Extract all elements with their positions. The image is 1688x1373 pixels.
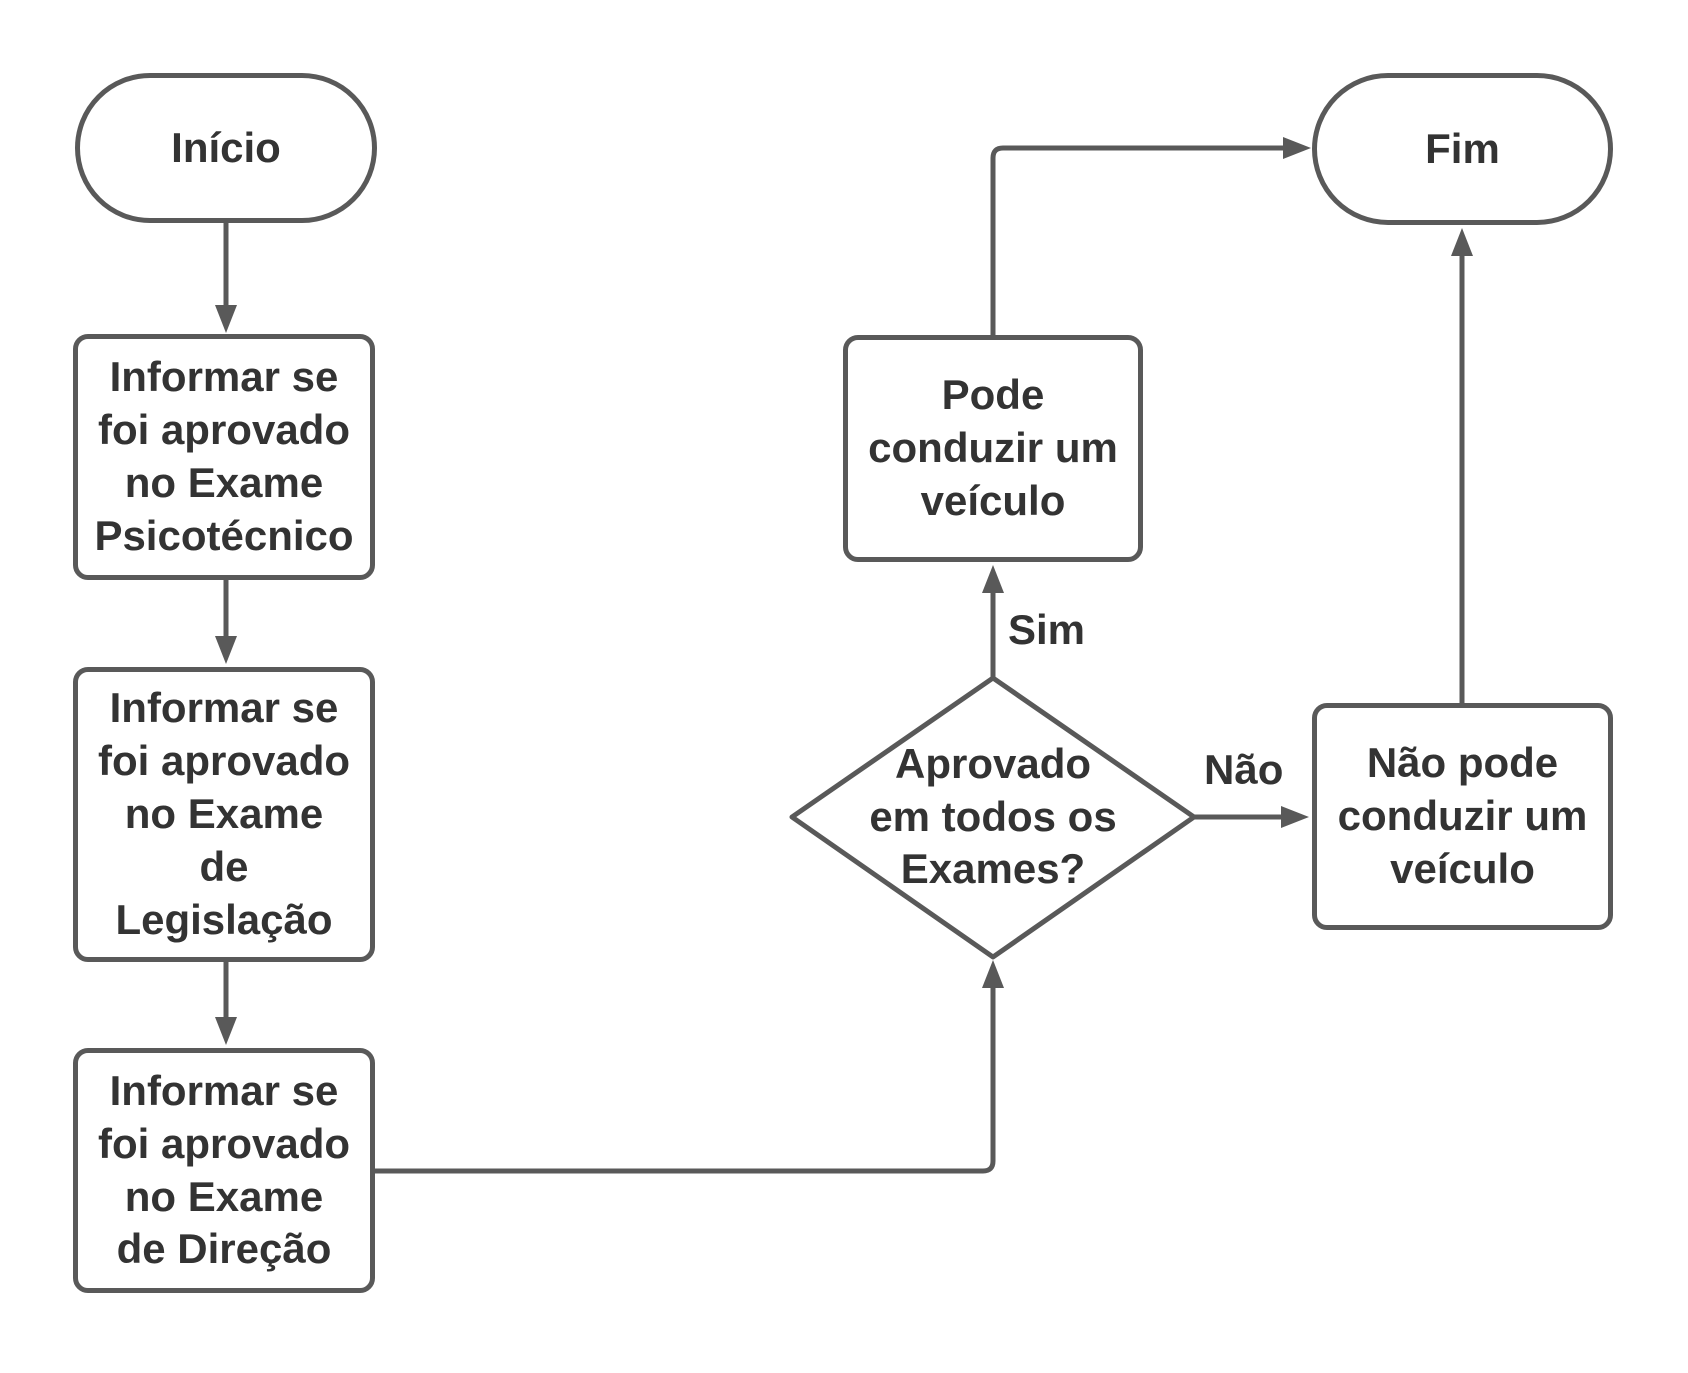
arrowhead-naopode-to-fim <box>1451 228 1473 256</box>
node-exame-legislacao: Informar se foi aprovado no Exame de Leg… <box>73 667 375 962</box>
edge-direcao-to-decisao <box>375 988 996 1174</box>
arrowhead-inicio-to-psicotecnico <box>215 305 237 333</box>
node-fim: Fim <box>1312 73 1613 225</box>
edge-pode-to-fim <box>990 145 1283 335</box>
node-fim-label: Fim <box>1425 124 1500 172</box>
node-decisao-text: Aprovado em todos os Exames? <box>869 739 1117 893</box>
node-inicio: Início <box>75 73 377 223</box>
node-nao-pode-conduzir-label: Não pode conduzir um veículo <box>1337 739 1588 892</box>
node-pode-conduzir: Pode conduzir um veículo <box>843 335 1143 562</box>
node-inicio-label: Início <box>171 123 281 171</box>
arrowhead-psicotecnico-to-legislacao <box>215 636 237 664</box>
arrowhead-pode-to-fim <box>1283 137 1311 159</box>
edge-label-nao: Não <box>1204 746 1284 793</box>
arrowhead-legislacao-to-direcao <box>215 1017 237 1045</box>
node-nao-pode-conduzir: Não pode conduzir um veículo <box>1312 703 1613 930</box>
node-pode-conduzir-label: Pode conduzir um veículo <box>868 371 1118 524</box>
node-exame-psicotecnico: Informar se foi aprovado no Exame Psicot… <box>73 334 375 580</box>
node-exame-direcao: Informar se foi aprovado no Exame de Dir… <box>73 1048 375 1293</box>
node-exame-legislacao-label: Informar se foi aprovado no Exame de Leg… <box>97 684 351 943</box>
arrowhead-decisao-nao-to-naopode <box>1281 806 1309 828</box>
arrowhead-decisao-sim-to-pode <box>982 565 1004 593</box>
edge-label-sim: Sim <box>1008 606 1086 653</box>
node-exame-direcao-label: Informar se foi aprovado no Exame de Dir… <box>97 1066 351 1273</box>
node-exame-psicotecnico-label: Informar se foi aprovado no Exame Psicot… <box>94 353 354 559</box>
decision-diamond-shape <box>789 675 1197 960</box>
node-decisao-label: Aprovado em todos os Exames? <box>823 740 1163 893</box>
arrowhead-direcao-to-decisao <box>982 960 1004 988</box>
